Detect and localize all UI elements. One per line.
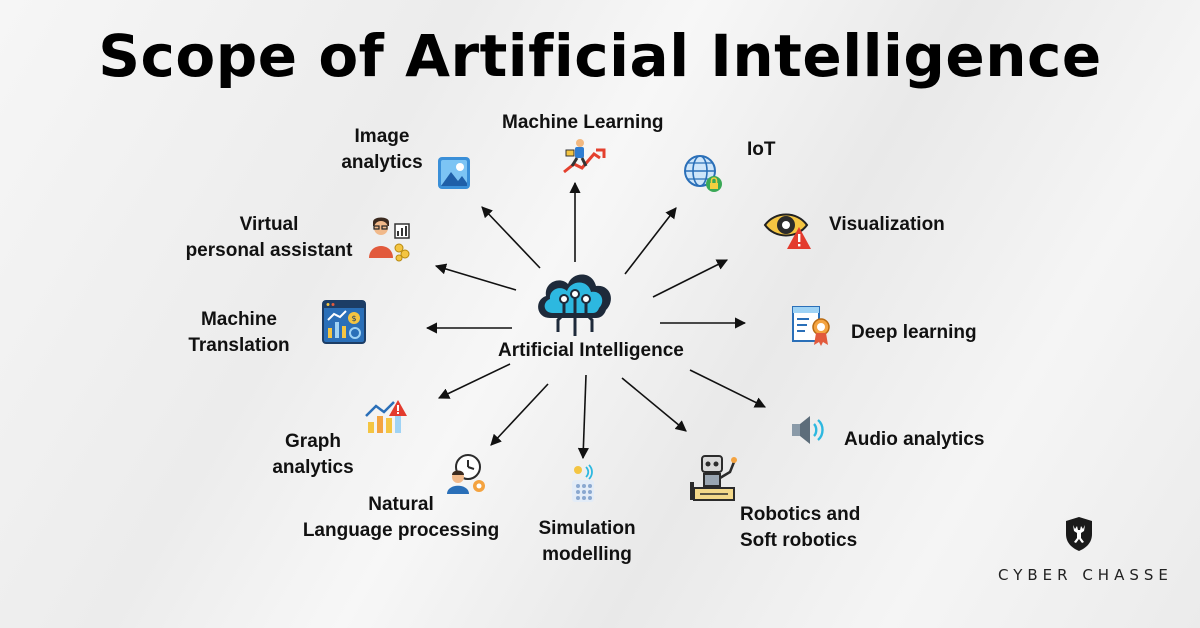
arrow-iot <box>624 207 677 275</box>
hand-signal-icon <box>572 464 594 502</box>
label-line: analytics <box>272 457 354 478</box>
label-line: personal assistant <box>185 240 353 261</box>
label-robotics-soft-robotics: Robotics and Soft robotics <box>740 502 860 554</box>
label-line: Graph <box>285 431 341 452</box>
person-clock-icon <box>447 454 485 494</box>
image-icon <box>438 157 470 189</box>
dashboard-icon: $ <box>322 300 366 344</box>
label-audio-analytics: Audio analytics <box>844 429 985 450</box>
arrow-visualization <box>652 259 729 298</box>
label-line: Simulation <box>538 518 636 539</box>
label-line: modelling <box>542 544 632 565</box>
bar-chart-warning-icon <box>365 400 407 433</box>
label-simulation-modelling: Simulation modelling <box>532 516 642 568</box>
arrow-simulation <box>577 374 589 460</box>
label-line: Soft robotics <box>740 530 858 551</box>
label-line: Natural <box>368 494 434 515</box>
label-graph-analytics: Graph analytics <box>268 429 358 481</box>
label-line: Image <box>354 126 410 147</box>
globe-lock-icon <box>684 155 722 192</box>
label-deep-learning: Deep learning <box>851 322 977 343</box>
label-line: Virtual <box>239 214 299 235</box>
label-natural-language-processing: Natural Language processing <box>302 492 500 544</box>
arrow-robotics <box>621 377 687 432</box>
arrow-audio-analytics <box>689 369 767 408</box>
label-iot: IoT <box>747 139 776 160</box>
speaker-icon <box>792 416 824 444</box>
label-machine-learning: Machine Learning <box>502 112 664 133</box>
label-image-analytics: Image analytics <box>341 124 423 176</box>
arrow-image-analytics <box>481 206 541 269</box>
arrow-graph-analytics <box>437 363 511 399</box>
label-line: Translation <box>188 335 290 356</box>
label-visualization: Visualization <box>829 214 945 235</box>
page-title: Scope of Artificial Intelligence <box>98 22 1102 90</box>
assistant-person-icon <box>369 217 410 262</box>
robot-icon <box>690 455 737 501</box>
arrow-virtual-assistant <box>434 263 517 291</box>
label-line: analytics <box>341 152 423 173</box>
arrow-nlp <box>490 383 549 446</box>
label-virtual-personal-assistant: Virtual personal assistant <box>181 212 357 264</box>
ladder-climb-icon <box>563 139 606 174</box>
brand-name: CYBER CHASSE <box>998 566 1173 584</box>
svg-text:$: $ <box>351 314 356 323</box>
label-line: Robotics and <box>740 504 861 525</box>
certificate-icon <box>792 306 830 346</box>
eye-warning-icon <box>763 213 811 249</box>
center-label: Artificial Intelligence <box>498 340 684 361</box>
label-line: Machine <box>200 309 278 330</box>
label-line: Language processing <box>302 520 500 541</box>
deer-shield-icon <box>1066 517 1092 551</box>
label-machine-translation: Machine Translation <box>186 307 292 359</box>
cloud-circuit-icon <box>538 274 611 336</box>
